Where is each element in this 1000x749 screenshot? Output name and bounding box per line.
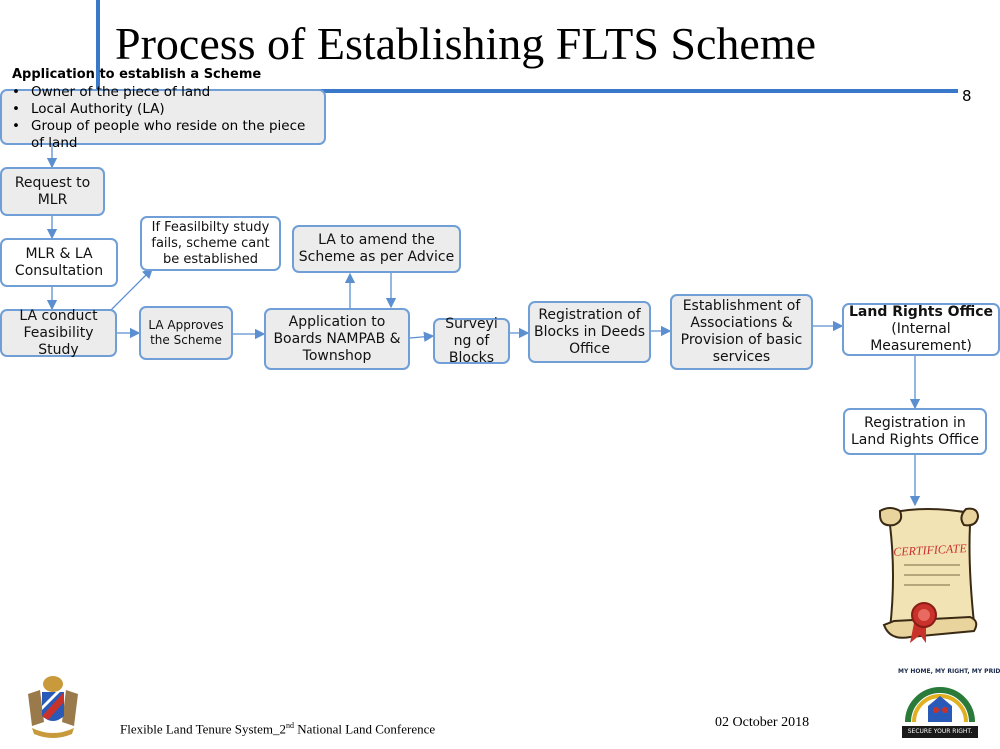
registration-blocks-label: Registration of Blocks in Deeds Office xyxy=(533,306,645,357)
feasibility-fail-label: If Feasilbilty study fails, scheme cant … xyxy=(151,219,270,267)
list-item: Local Authority (LA) xyxy=(12,101,322,118)
consultation-box: MLR & LA Consultation xyxy=(0,238,118,287)
header-horizontal-rule xyxy=(96,89,958,93)
footer-text-sup: nd xyxy=(286,721,295,730)
footer-text-main: Flexible Land Tenure System_2 xyxy=(120,721,287,737)
feasibility-fail-box: If Feasilbilty study fails, scheme cant … xyxy=(140,216,281,271)
logo-slogan: MY HOME, MY RIGHT, MY PRIDE xyxy=(898,668,1000,675)
arrow-boards-to-surveying xyxy=(409,331,435,342)
request-to-mlr-box: Request to MLR xyxy=(0,167,105,216)
list-item: Group of people who reside on the piece … xyxy=(12,118,322,152)
arrow-feasibility-to-fail xyxy=(109,268,153,312)
la-approves-label: LA Approves the Scheme xyxy=(148,318,224,347)
la-approves-box: LA Approves the Scheme xyxy=(139,306,233,360)
secure-your-right-logo: MY HOME, MY RIGHT, MY PRIDE SECURE YOUR … xyxy=(898,668,1000,740)
registration-lro-box: Registration in Land Rights Office xyxy=(843,408,987,455)
registration-lro-label: Registration in Land Rights Office xyxy=(850,414,980,448)
land-rights-office-subtitle: (Internal Measurement) xyxy=(870,321,972,354)
feasibility-study-box: LA conduct Feasibility Study xyxy=(0,307,117,358)
request-to-mlr-label: Request to MLR xyxy=(14,174,91,208)
application-list: Owner of the piece of land Local Authori… xyxy=(12,84,322,152)
footer-date: 02 October 2018 xyxy=(715,715,810,730)
associations-box: Establishment of Associations & Provisio… xyxy=(670,294,813,370)
boards-application-label: Application to Boards NAMPAB & Townshop xyxy=(273,313,401,364)
amend-scheme-box: LA to amend the Scheme as per Advice xyxy=(292,225,461,273)
amend-scheme-label: LA to amend the Scheme as per Advice xyxy=(298,232,455,265)
header-vertical-rule xyxy=(96,0,100,92)
registration-blocks-box: Registration of Blocks in Deeds Office xyxy=(528,301,651,363)
coat-of-arms-logo xyxy=(28,676,78,738)
slide-number: 8 xyxy=(962,87,972,105)
certificate-icon xyxy=(879,507,980,643)
land-rights-office-box: Land Rights Office (Internal Measurement… xyxy=(842,303,1000,356)
boards-application-box: Application to Boards NAMPAB & Townshop xyxy=(264,308,410,370)
surveying-label: Surveyi ng of Blocks xyxy=(445,315,498,366)
associations-label: Establishment of Associations & Provisio… xyxy=(680,298,803,365)
consultation-label: MLR & LA Consultation xyxy=(14,245,104,279)
list-item: Owner of the piece of land xyxy=(12,84,322,101)
footer-text: Flexible Land Tenure System_2nd National… xyxy=(120,721,435,737)
surveying-box: Surveyi ng of Blocks xyxy=(433,315,510,366)
land-rights-office-title: Land Rights Office xyxy=(848,304,993,320)
logo-tagline: SECURE YOUR RIGHT. xyxy=(902,726,978,738)
feasibility-study-label: LA conduct Feasibility Study xyxy=(19,307,98,358)
application-heading: Application to establish a Scheme xyxy=(12,67,262,82)
slide-title: Process of Establishing FLTS Scheme xyxy=(115,18,817,69)
footer-text-end: National Land Conference xyxy=(294,721,436,737)
